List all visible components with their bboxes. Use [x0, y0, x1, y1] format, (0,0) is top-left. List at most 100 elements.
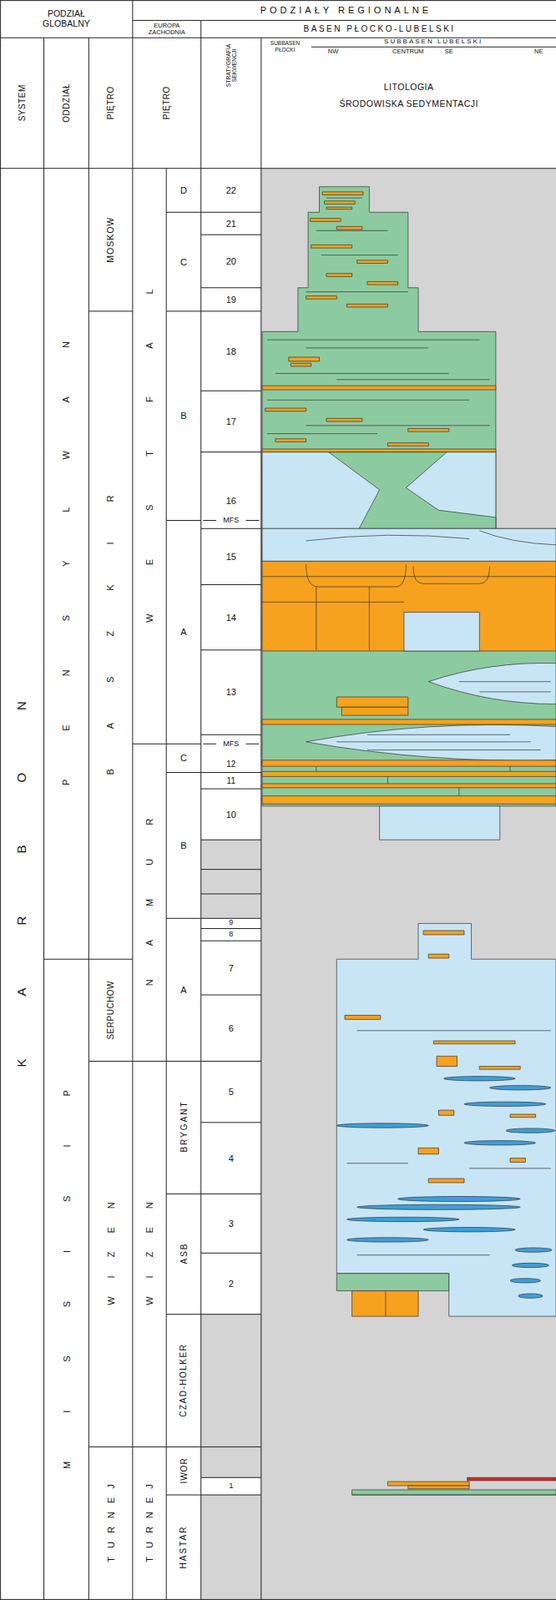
header-cell: PODZIAŁ GLOBALNY: [0, 0, 133, 38]
cell-text: NW: [328, 48, 339, 56]
substage-letter: C: [166, 743, 202, 773]
header-cell: EUROPA ZACHODNIA: [132, 20, 202, 38]
lower-lithology-part-part: [398, 1196, 521, 1202]
series-name: MISSISIP: [44, 959, 90, 1600]
substage-name: IWOR: [166, 1447, 202, 1496]
regional-stage-name: WIZEN: [132, 1061, 167, 1447]
cell-text: B: [180, 410, 187, 421]
sequence-number: 3: [201, 1193, 262, 1254]
lower-lithology-part-part: [344, 1015, 381, 1020]
sequence-number: 21: [201, 212, 262, 235]
upper-lithology-part: [413, 566, 491, 585]
upper-lithology-part: [336, 734, 541, 750]
subbasin-name: SUBBASEN PŁOCKI: [261, 37, 309, 56]
cell-text: MFS: [222, 740, 239, 749]
upper-lithology-part: [262, 452, 496, 530]
upper-lithology-part: [346, 303, 388, 308]
empty-sequence-cell-part: [201, 869, 262, 895]
cell-text: BASEN PŁOCKO-LUBELSKI: [301, 24, 456, 34]
lower-lithology-part: [387, 1481, 470, 1487]
sequence-number: 13: [201, 650, 262, 735]
empty-sequence-cell-part: [201, 839, 262, 870]
sequence-number: 9: [201, 918, 262, 929]
upper-lithology-part: [306, 535, 471, 541]
cell-text: 4: [228, 1153, 234, 1164]
lower-lithology-part-part: [418, 1147, 439, 1154]
upper-lithology-part: [288, 357, 320, 362]
lower-lithology-part: [408, 1486, 470, 1490]
subbasin-part: NE: [526, 47, 551, 56]
sequence-number: 15: [201, 528, 262, 585]
cell-text: PENSYLWAN: [60, 293, 71, 835]
cell-text: IWOR: [178, 1457, 188, 1485]
cell-text: 8: [228, 930, 233, 940]
sequence-number: 10: [201, 788, 262, 840]
upper-lithology-part: [326, 273, 353, 278]
upper-lithology-part: [309, 218, 341, 223]
cell-text: 20: [226, 256, 237, 267]
cell-text: C: [180, 257, 188, 268]
cell-text: NAMUR: [144, 785, 155, 1020]
cell-text: TURNEJ: [144, 1476, 155, 1572]
lower-lithology-part-part: [510, 1278, 541, 1284]
substage-letter: A: [166, 918, 202, 1062]
upper-lithology-part: [262, 771, 556, 777]
cell-text: 15: [226, 551, 237, 562]
lower-lithology-part-part: [515, 1248, 552, 1253]
lower-lithology-part: [336, 1076, 556, 1300]
lower-lithology-part-part: [357, 1204, 521, 1210]
lower-lithology-part: [336, 923, 556, 1317]
cell-text: ASB: [178, 1243, 188, 1267]
cell-text: ŚRODOWISKA SEDYMENTACJI: [338, 99, 479, 110]
cell-text: 7: [228, 963, 234, 974]
lower-lithology-part-part: [510, 1114, 536, 1118]
cell-text: 12: [226, 759, 236, 769]
sequence-number: 8: [201, 929, 262, 942]
upper-lithology-part: [341, 707, 408, 716]
upper-lithology-part: [328, 452, 496, 530]
lower-lithology-part: [352, 1291, 419, 1318]
cell-text: 21: [226, 218, 237, 229]
cell-text: PIĘTRO: [106, 85, 116, 121]
cell-text: WESTFAL: [144, 241, 155, 672]
upper-lithology-part: [262, 783, 556, 789]
column-header: ODDZIAŁ: [44, 37, 90, 168]
lower-lithology-part-part: [428, 954, 449, 959]
table-grid-part: [44, 311, 133, 1448]
cell-text: 22: [226, 185, 237, 196]
cell-text: SUBBASEN PŁOCKI: [263, 40, 308, 52]
upper-lithology-part: [357, 260, 389, 264]
stage-name: BASZKIR: [88, 311, 133, 960]
column-header: PIĘTRO: [88, 37, 133, 168]
cell-text: 11: [227, 776, 236, 786]
sequence-number: 7: [201, 940, 262, 996]
upper-lithology-part: [306, 724, 556, 761]
cell-text: PODZIAŁ GLOBALNY: [30, 9, 102, 29]
upper-lithology-part: [367, 281, 399, 285]
cell-text: PODZIAŁY REGIONALNE: [257, 5, 432, 16]
upper-lithology-part: [428, 662, 556, 704]
column-header: LITOLOGIA: [261, 79, 556, 97]
lower-lithology-part-part: [510, 1158, 526, 1163]
series-name: PENSYLWAN: [44, 168, 90, 960]
upper-lithology-part: [262, 719, 556, 725]
upper-lithology-part: [316, 766, 511, 796]
sequence-number: 12: [201, 755, 262, 774]
substage-name: HASTAR: [166, 1495, 202, 1600]
upper-lithology-part: [322, 192, 364, 196]
lower-lithology-part-part: [479, 1066, 521, 1071]
lower-lithology-part-part: [464, 1141, 536, 1146]
substage-letter: B: [166, 311, 202, 521]
table-grid-part: [0, 20, 556, 1600]
cell-text: ODDZIAŁ: [61, 83, 71, 123]
subbasin-part: CENTRUM: [382, 47, 434, 56]
cell-text: 1: [228, 1481, 233, 1491]
regional-stage-name: WESTFAL: [132, 168, 167, 745]
substage-letter: A: [166, 520, 202, 745]
lower-lithology-part-part: [438, 1110, 454, 1116]
upper-lithology-part: [262, 760, 556, 767]
lithology-ground-part: [261, 168, 556, 1600]
sequence-number: 2: [201, 1253, 262, 1315]
